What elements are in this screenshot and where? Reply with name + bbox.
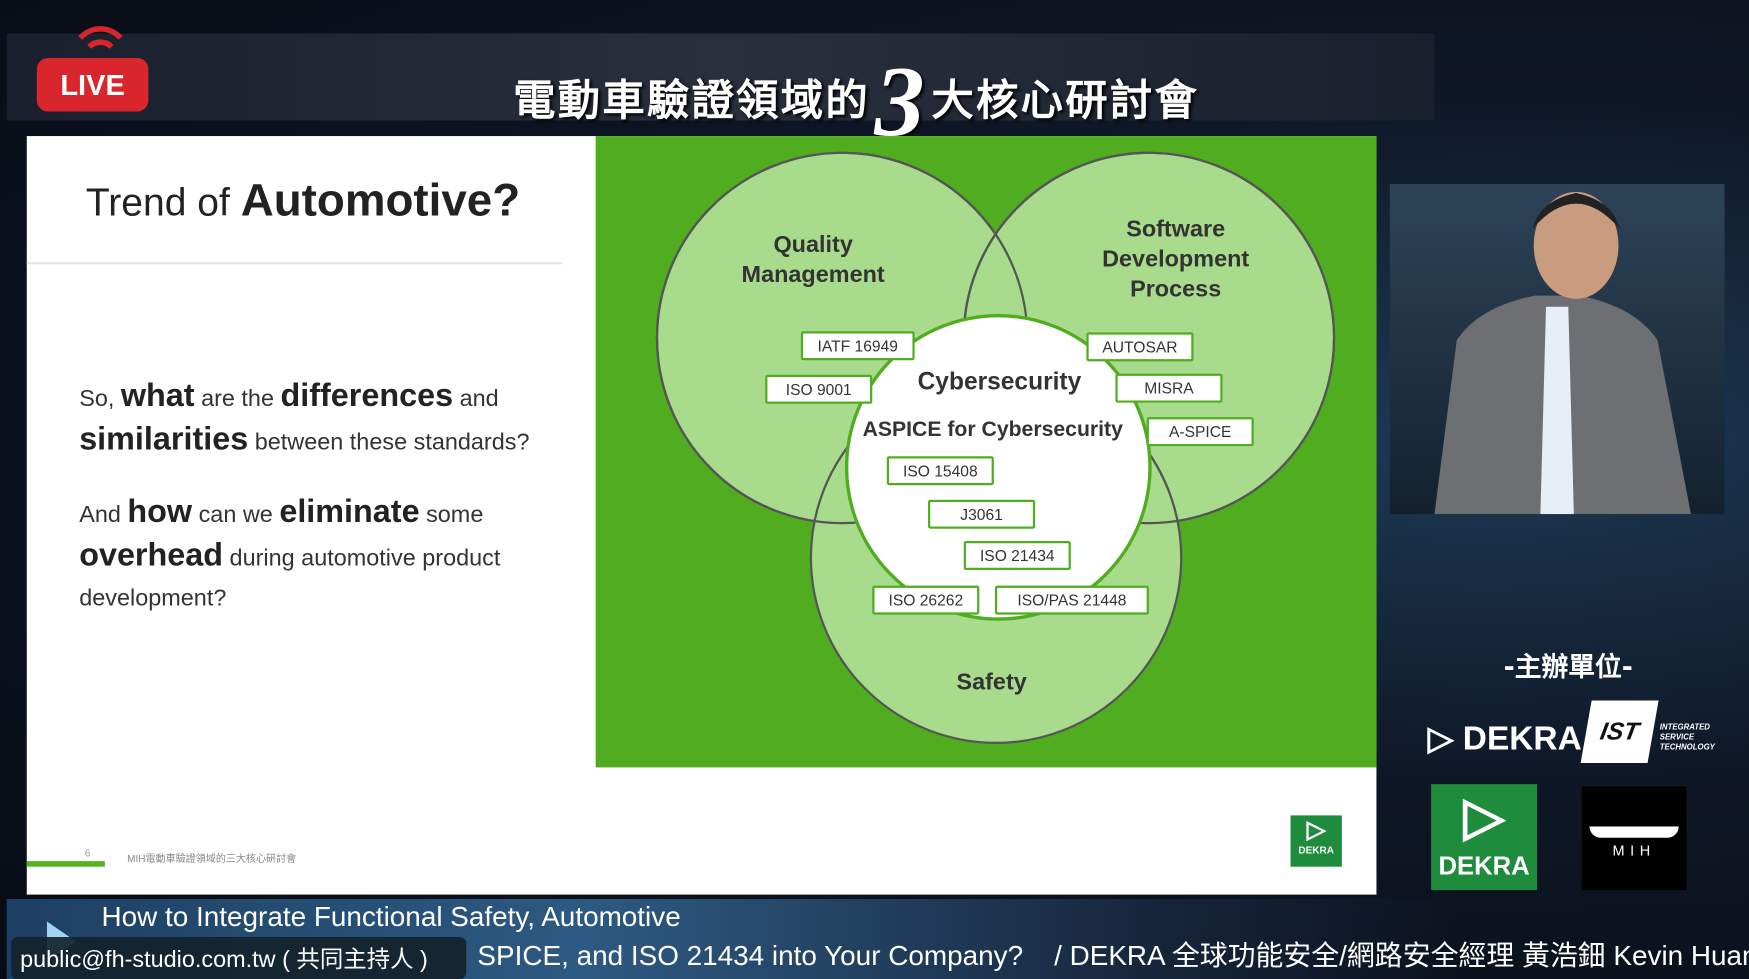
question-segment: overhead bbox=[79, 537, 224, 574]
cyber-circle bbox=[844, 313, 1152, 621]
std-box: ISO 9001 bbox=[765, 374, 873, 404]
presentation-slide: Trend of Automotive? So, what are the di… bbox=[26, 136, 1377, 895]
question-segment: during automotive product development? bbox=[79, 545, 501, 612]
std-box: ISO 26262 bbox=[872, 585, 980, 615]
page-number: 6 bbox=[84, 847, 91, 859]
question-segment: similarities bbox=[79, 421, 249, 458]
slide-title: Trend of Automotive? bbox=[85, 174, 521, 226]
label-software: Software Development Process bbox=[1102, 216, 1250, 303]
live-badge: LIVE bbox=[36, 58, 149, 112]
progress-bar bbox=[26, 861, 105, 867]
talk-title-line1: How to Integrate Functional Safety, Auto… bbox=[101, 901, 681, 933]
std-box: MISRA bbox=[1115, 373, 1223, 403]
std-box: A-SPICE bbox=[1146, 417, 1254, 447]
speaker-name: / DEKRA 全球功能安全/網路安全經理 黃浩鈿 Kevin Huang bbox=[1054, 940, 1749, 972]
question-segment: are the bbox=[194, 385, 281, 412]
question-segment: can we bbox=[192, 501, 280, 528]
label-safety: Safety bbox=[956, 669, 1027, 695]
question-segment: So, bbox=[79, 385, 121, 412]
question-segment: between these standards? bbox=[248, 429, 530, 456]
host-email-overlay: public@fh-studio.com.tw ( 共同主持人 ) bbox=[11, 936, 467, 979]
talk-title-line2: SPICE, and ISO 21434 into Your Company? bbox=[477, 940, 1024, 972]
label-aspice-cyber: ASPICE for Cybersecurity bbox=[862, 418, 1123, 442]
question-1: So, what are the differences and similar… bbox=[79, 376, 570, 463]
std-box: IATF 16949 bbox=[800, 331, 915, 361]
std-box: J3061 bbox=[928, 499, 1036, 529]
label-quality: Quality Management bbox=[741, 232, 885, 288]
question-2: And how can we eliminate some overhead d… bbox=[79, 492, 570, 619]
broadcast-icon bbox=[78, 26, 123, 49]
dekra-logo-green: ▷DEKRA bbox=[1431, 784, 1538, 891]
question-segment: And bbox=[79, 501, 128, 528]
question-segment: and bbox=[453, 385, 499, 412]
presenter-video bbox=[1389, 184, 1725, 515]
dekra-logo-white: ▷ DEKRA bbox=[1427, 720, 1582, 758]
venn-diagram: Quality Management Software Development … bbox=[595, 136, 1377, 768]
question-segment: differences bbox=[280, 378, 454, 414]
ist-logo: IST INTEGRATED SERVICE TECHNOLOGY bbox=[1580, 700, 1720, 763]
question-segment: how bbox=[127, 494, 193, 530]
std-box: AUTOSAR bbox=[1086, 332, 1194, 362]
divider bbox=[26, 262, 563, 265]
sponsor-label: -主辦單位- bbox=[1503, 651, 1633, 683]
question-segment: some bbox=[419, 501, 484, 528]
question-segment: what bbox=[120, 378, 195, 414]
slide-footer: MIH電動車驗證領域的三大核心研討會 bbox=[127, 853, 297, 865]
std-box: ISO 21434 bbox=[963, 540, 1071, 570]
label-cyber: Cybersecurity bbox=[917, 366, 1082, 395]
mih-logo: MIH bbox=[1581, 786, 1687, 891]
dekra-logo: ▷DEKRA bbox=[1290, 815, 1342, 867]
title-bar bbox=[6, 33, 1435, 121]
std-box: ISO/PAS 21448 bbox=[994, 585, 1149, 615]
std-box: ISO 15408 bbox=[886, 456, 994, 486]
slide-body: So, what are the differences and similar… bbox=[79, 376, 570, 619]
question-segment: eliminate bbox=[279, 494, 420, 530]
